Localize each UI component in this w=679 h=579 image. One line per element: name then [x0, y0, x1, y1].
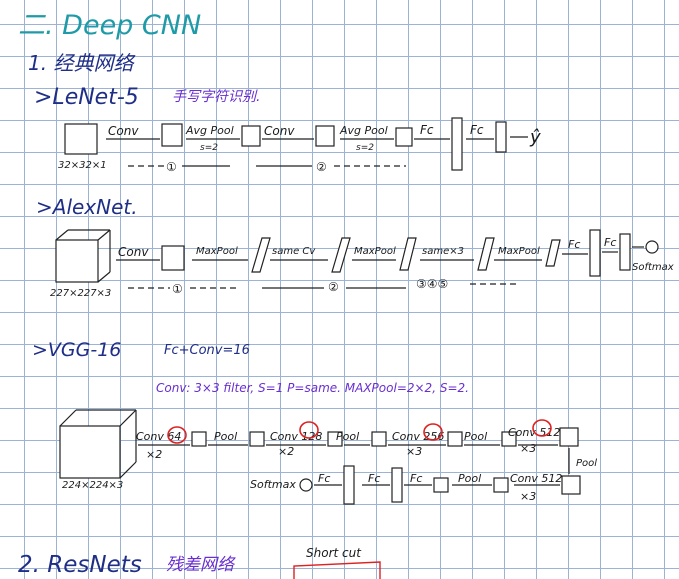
alexnet-softmax-label: Softmax — [632, 262, 674, 273]
resnet-shortcut-label: Short cut — [306, 546, 362, 560]
vgg-fc-column — [343, 465, 355, 505]
lenet-input-block — [64, 123, 98, 155]
lenet-output: ŷ — [529, 127, 541, 148]
lenet-input-label: 32×32×1 — [58, 160, 107, 171]
resnet-heading: 2. ResNets — [18, 552, 142, 578]
alexnet-marker: ① — [172, 282, 183, 296]
vgg-channel-circle — [532, 419, 552, 437]
alexnet-op: MaxPool — [498, 246, 540, 257]
lenet-op-conv: Conv — [264, 124, 295, 138]
vgg-formula: Fc+Conv=16 — [164, 343, 250, 358]
vgg-op: Pool — [336, 430, 359, 443]
vgg-channel-circle — [167, 426, 187, 444]
vgg-mult: ×3 — [520, 490, 536, 503]
vgg-note: Conv: 3×3 filter, S=1 P=same. MAXPool=2×… — [156, 381, 469, 395]
vgg-op: Fc — [368, 472, 380, 485]
lenet-op-avgpool: Avg Pool — [185, 124, 234, 137]
lenet-diagram: 32×32×1 Conv Avg Pool s=2 Conv Avg Pool … — [58, 117, 541, 174]
lenet-op-fc: Fc — [470, 123, 484, 137]
alexnet-heading: >AlexNet. — [36, 195, 138, 219]
lenet-block — [395, 127, 413, 147]
lenet-block — [241, 125, 261, 147]
vgg-op: Conv 64 — [136, 430, 181, 443]
vgg-block — [561, 475, 581, 495]
lenet-heading: >LeNet-5 — [34, 85, 139, 110]
alexnet-fc-column — [619, 233, 631, 271]
vgg-block — [559, 427, 579, 447]
alexnet-marker: ② — [328, 280, 339, 294]
alexnet-diagram: 227×227×3 Conv MaxPool same Cv MaxPool s… — [50, 229, 674, 299]
vgg-softmax-label: Softmax — [250, 478, 296, 491]
vgg-softmax-node — [299, 478, 313, 492]
alexnet-marker: ③④⑤ — [416, 277, 448, 291]
lenet-block — [315, 125, 335, 147]
alexnet-block — [477, 237, 495, 271]
vgg-op: Conv 256 — [392, 430, 444, 443]
vgg-block — [493, 477, 509, 493]
alexnet-op: Conv — [118, 245, 149, 259]
vgg-diagram: 224×224×3 Conv 64 ×2 Pool Conv 128 ×2 Po… — [59, 409, 597, 505]
vgg-op: Pool — [214, 430, 237, 443]
alexnet-block — [331, 237, 351, 273]
lenet-pool-size: s=2 — [200, 143, 218, 153]
vgg-block — [327, 431, 343, 447]
vgg-fc-column — [391, 467, 403, 503]
vgg-block — [501, 431, 517, 447]
vgg-op: Pool — [458, 472, 481, 485]
vgg-block — [249, 431, 265, 447]
lenet-op-conv: Conv — [108, 124, 139, 138]
vgg-block — [433, 477, 449, 493]
alexnet-fc-column — [589, 229, 601, 277]
vgg-input-block — [59, 425, 121, 479]
alexnet-input-label: 227×227×3 — [50, 288, 111, 299]
lenet-fc-column — [451, 117, 463, 171]
vgg-op: Conv 128 — [270, 430, 322, 443]
alexnet-block — [399, 237, 417, 271]
alexnet-op: MaxPool — [354, 246, 396, 257]
vgg-mult: ×2 — [146, 448, 162, 461]
alexnet-block — [251, 237, 271, 273]
alexnet-op: Fc — [604, 236, 616, 249]
section-subtitle: 1. 经典网络 — [28, 51, 136, 75]
vgg-op: Fc — [410, 472, 422, 485]
alexnet-op: MaxPool — [196, 246, 238, 257]
vgg-block — [447, 431, 463, 447]
alexnet-block — [161, 245, 185, 271]
vgg-heading: >VGG-16 — [32, 339, 121, 361]
lenet-note: 手写字符识别. — [172, 89, 260, 105]
vgg-block — [371, 431, 387, 447]
vgg-op: Fc — [318, 472, 330, 485]
alexnet-input-block — [55, 239, 99, 283]
page-title: 二. Deep CNN — [18, 10, 201, 41]
lenet-block — [161, 123, 183, 147]
vgg-channel-circle — [299, 421, 319, 439]
lenet-op-avgpool: Avg Pool — [339, 124, 388, 137]
lenet-fc-column — [495, 121, 507, 153]
alexnet-op: Fc — [568, 238, 580, 251]
alexnet-op: same×3 — [422, 246, 464, 257]
lenet-marker: ① — [166, 160, 177, 174]
lenet-marker: ② — [316, 160, 327, 174]
vgg-op: Pool — [464, 430, 487, 443]
resnet-note: 残差网络 — [166, 555, 236, 575]
alexnet-softmax-node — [645, 240, 659, 254]
alexnet-block — [545, 239, 561, 267]
alexnet-op: same Cv — [272, 246, 316, 257]
lenet-op-fc: Fc — [420, 123, 434, 137]
vgg-op: Conv 512 — [510, 472, 562, 485]
vgg-mult: ×2 — [278, 445, 294, 458]
vgg-mult: ×3 — [520, 442, 536, 455]
resnet-shortcut-bracket — [293, 561, 381, 579]
vgg-block — [191, 431, 207, 447]
vgg-pool-down: Pool — [576, 458, 597, 469]
lenet-pool-size: s=2 — [356, 143, 374, 153]
vgg-mult: ×3 — [406, 445, 422, 458]
vgg-input-label: 224×224×3 — [62, 480, 123, 491]
vgg-channel-circle — [423, 423, 443, 441]
